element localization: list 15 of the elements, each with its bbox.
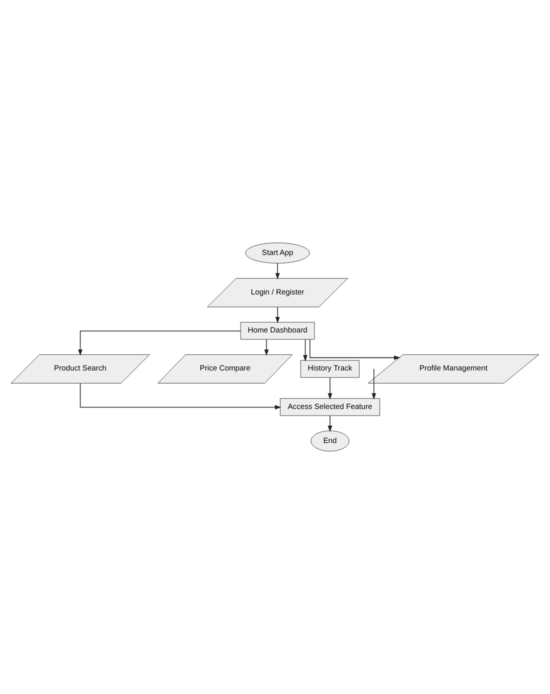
arrow (303, 339, 308, 362)
node-box: Home Dashboard (240, 322, 315, 340)
arrow (328, 377, 332, 400)
arrow (310, 339, 400, 360)
arrow (328, 415, 332, 432)
node-box: History Track (300, 360, 360, 378)
node-ellipse: End (310, 430, 350, 452)
arrow (275, 262, 280, 280)
node-ellipse: Start App (245, 242, 310, 264)
arrow (80, 383, 282, 410)
arrow (275, 306, 280, 324)
arrow (264, 339, 269, 356)
arrow (78, 330, 241, 356)
node-box: Access Selected Feature (280, 398, 380, 416)
arrow (372, 368, 376, 400)
